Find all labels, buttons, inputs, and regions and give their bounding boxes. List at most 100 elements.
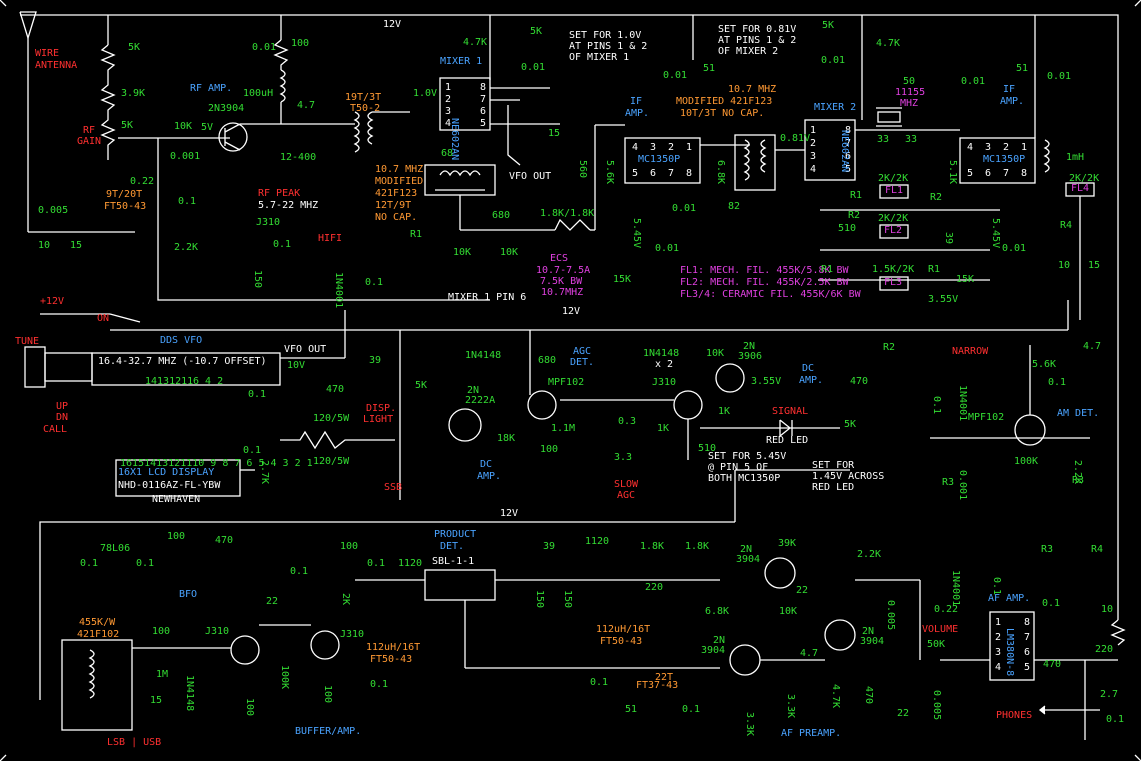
value-r-18k-b: 18K <box>497 433 515 444</box>
mixer2-pin-7: 7 <box>845 138 851 149</box>
value-r-22k-a: 2.2K <box>174 242 198 253</box>
label-mixer2: MIXER 2 <box>814 102 856 113</box>
value-r-680-a: 680 <box>492 210 510 221</box>
label-fl4: FL4 <box>1071 183 1089 194</box>
label-xf455-1: 455K/W <box>79 617 116 628</box>
label-fl3-desc: FL3/4: CERAMIC FIL. 455K/6K BW <box>680 289 862 300</box>
label-set-081-1: SET FOR 0.81V <box>718 24 796 35</box>
label-fl2-desc: FL2: MECH. FIL. 455K/2.5K BW <box>680 277 850 288</box>
value-r-100-c: 100 <box>167 531 185 542</box>
value-d-1n4001-b: 1N4001 <box>957 385 968 421</box>
label-fl1: FL1 <box>885 185 903 196</box>
label-wire-antenna-1: WIRE <box>35 48 59 59</box>
label-rf-gain-1: RF <box>83 125 95 136</box>
label-af-amp: AF AMP. <box>988 593 1030 604</box>
lm380-pin-2: 2 <box>995 632 1001 643</box>
value-q-2n3904-c: 2N <box>713 635 725 646</box>
label-l112a-1: 112uH/16T <box>366 642 420 653</box>
label-xf-107-2: MODIFIED 421F123 <box>676 96 772 107</box>
label-slow-agc-2: AGC <box>617 490 635 501</box>
value-r3-a: R3 <box>942 477 954 488</box>
value-c-47-b: 4.7 <box>1083 341 1101 352</box>
mc1350p1-top-pin-1: 1 <box>686 142 692 153</box>
mc1350p1-top-pin-4: 4 <box>632 142 638 153</box>
value-q-2n2222a: 2N <box>467 385 479 396</box>
value-r-100-d: 100 <box>340 541 358 552</box>
value-c-47-a: 4.7 <box>297 100 315 111</box>
label-mc1350p-1: MC1350P <box>638 154 680 165</box>
value-r-100-e: 100 <box>152 626 170 637</box>
value-r-2k2k-a: 2K/2K <box>878 173 908 184</box>
lm380-pin-8: 8 <box>1024 617 1030 628</box>
label-l22t-2: FT37-43 <box>636 680 678 691</box>
label-vfo-out-dds: VFO OUT <box>284 344 326 355</box>
value-r-1k-a: 1K <box>657 423 669 434</box>
label-lcd-1: 16X1 LCD DISPLAY <box>118 467 214 478</box>
label-dc-amp-2a: DC <box>802 363 814 374</box>
value-c-68: 68 <box>441 148 453 159</box>
value-r-18k-d: 1.8K <box>685 541 709 552</box>
value-r-10k-b: 10K <box>453 247 471 258</box>
value-c-022-a: 0.22 <box>130 176 154 187</box>
mixer2-pin-1: 1 <box>810 125 816 136</box>
value-l-100uh: 100uH <box>243 88 273 99</box>
value-d-1n4001-c: 1N4001 <box>950 570 961 606</box>
label-ne602an-2: NE602AN <box>839 130 850 172</box>
value-r-15k-b: 15K <box>956 274 974 285</box>
label-set545-3: BOTH MC1350P <box>708 473 780 484</box>
label-xf-107-1: 10.7 MHZ <box>728 84 776 95</box>
label-call: CALL <box>43 424 67 435</box>
value-c-470-c: 470 <box>215 535 233 546</box>
value-r-470: 470 <box>863 686 874 704</box>
value-r-47k-b: 4.7K <box>876 38 900 49</box>
label-ecs-4: 10.7MHZ <box>541 287 583 298</box>
label-vfo-out-top: VFO OUT <box>509 171 551 182</box>
label-set145-1: SET FOR <box>812 460 855 471</box>
mixer2-pin-8: 8 <box>845 125 851 136</box>
label-am-det: AM DET. <box>1057 408 1099 419</box>
label-product-det-2: DET. <box>440 541 464 552</box>
value-c-33-c: 3.3 <box>614 452 632 463</box>
value-r-100-g: 100 <box>322 685 333 703</box>
label-xtal-11155-1: 11155 <box>895 87 925 98</box>
value-v-355: 3.55V <box>928 294 958 305</box>
value-q-j310-b: J310 <box>652 377 676 388</box>
mc1350p1-bottom-pin-7: 7 <box>668 168 674 179</box>
value-r-1k-b: 1K <box>718 406 730 417</box>
label-l112a-2: FT50-43 <box>370 654 412 665</box>
label-set-1v-3: OF MIXER 1 <box>569 52 629 63</box>
label-fl3: FL3 <box>884 277 902 288</box>
value-r-39-c: 39 <box>543 541 555 552</box>
value-r-510-b: 510 <box>698 443 716 454</box>
value-c-01-f: 0.1 <box>931 396 942 414</box>
value-r-56k-b: 5.6K <box>1032 359 1056 370</box>
mc1350p2-bottom-pin-7: 7 <box>1003 168 1009 179</box>
mixer1-pin-6: 6 <box>480 106 486 117</box>
value-r-50k: 50K <box>927 639 945 650</box>
mc1350p1-bottom-pin-8: 8 <box>686 168 692 179</box>
mc1350p1-bottom-pin-6: 6 <box>650 168 656 179</box>
value-c-01-h: 0.1 <box>80 558 98 569</box>
value-r-22k-c: 2.2K <box>857 549 881 560</box>
label-rf-peak-2: 5.7-22 MHZ <box>258 200 318 211</box>
value-r-100-f: 100 <box>244 698 255 716</box>
label-t9-2: FT50-43 <box>104 201 146 212</box>
value-q-2n3904-c2: 3904 <box>701 645 725 656</box>
label-rf-gain-2: GAIN <box>77 136 101 147</box>
label-xtal-11155-2: MHZ <box>900 98 918 109</box>
mc1350p1-bottom-pin-5: 5 <box>632 168 638 179</box>
mc1350p1-top-pin-2: 2 <box>668 142 674 153</box>
mixer1-pin-7: 7 <box>480 94 486 105</box>
value-c-01-q: 0.1 <box>1106 714 1124 725</box>
value-c-001-h: 0.01 <box>1047 71 1071 82</box>
label-t19-2: T50-2 <box>350 103 380 114</box>
label-volume: VOLUME <box>922 624 958 635</box>
label-set-1v-2: AT PINS 1 & 2 <box>569 41 647 52</box>
value-q-2n3904-b: 2N <box>740 544 752 555</box>
value-r2-a: R2 <box>848 210 860 221</box>
mc1350p1-top-pin-3: 3 <box>650 142 656 153</box>
value-d-1n4148-a: 1N4148 <box>465 350 501 361</box>
